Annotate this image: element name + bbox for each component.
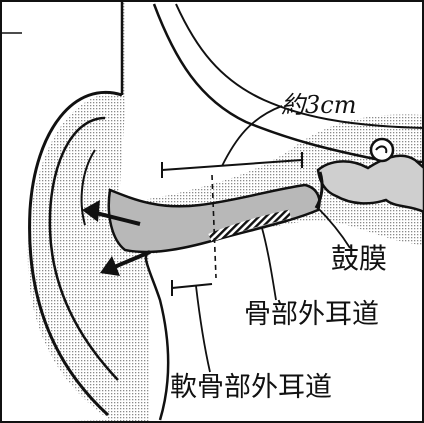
canal-length-label: 約3cm — [281, 93, 356, 117]
cartilaginous-canal-label: 軟骨部外耳道 — [170, 374, 332, 401]
ossicle-head — [371, 139, 393, 161]
eardrum-label: 鼓膜 — [331, 245, 387, 273]
bony-canal-label: 骨部外耳道 — [244, 301, 379, 328]
